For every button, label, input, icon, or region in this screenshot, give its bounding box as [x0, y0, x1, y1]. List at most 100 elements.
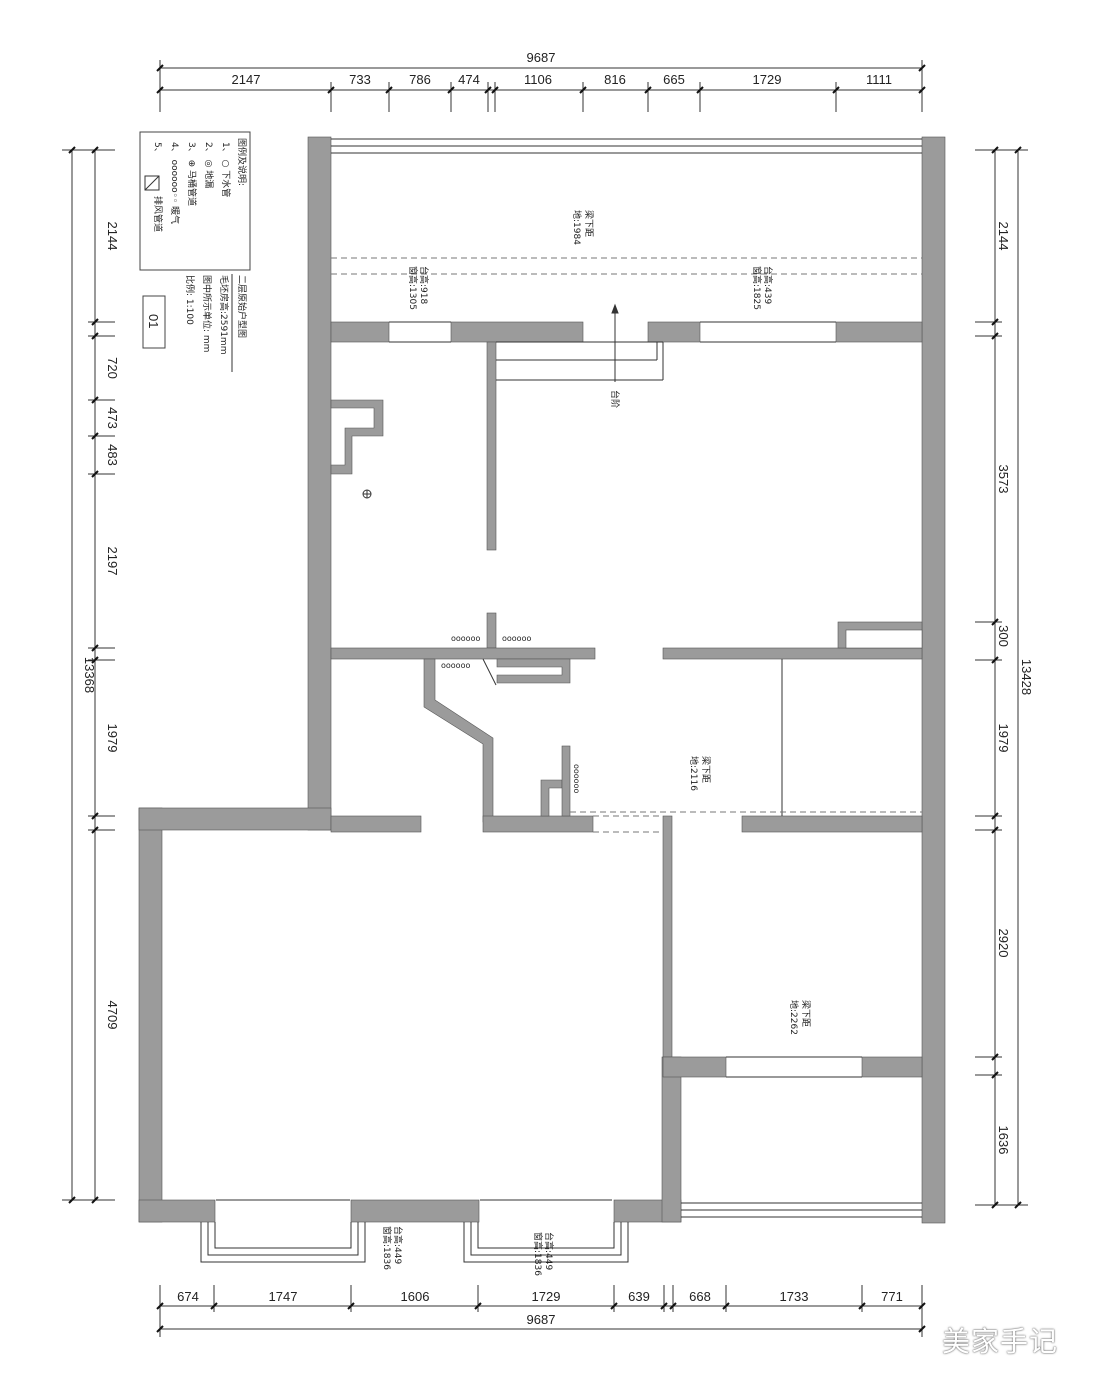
- top-dimension-labels: 9687 2147 733 786 474 1106 816 665 1729 …: [232, 50, 892, 87]
- radiator-icon: oooooo: [572, 764, 581, 793]
- window-note-3a: 台高:449: [392, 1226, 404, 1264]
- wall-left-upper: [307, 136, 332, 831]
- wall-partition-v2: [486, 612, 497, 649]
- wall-partition-v1: [486, 341, 497, 551]
- wall-top-inner-b: [450, 321, 584, 343]
- wall-lower-c: [741, 815, 923, 833]
- top-dim: 733: [349, 72, 371, 87]
- wall-mid-left: [330, 647, 596, 660]
- top-dimension-lines: [159, 60, 923, 112]
- sheet-number-box: [142, 295, 166, 349]
- right-dim: 3573: [996, 465, 1011, 494]
- window-note-3b: 窗高:1836: [381, 1226, 393, 1270]
- wall-right-box-inner: [845, 629, 923, 649]
- top-dim: 1111: [866, 72, 892, 87]
- wall-small-v: [561, 745, 571, 817]
- wall-bottom-left: [138, 1199, 216, 1223]
- right-dim: 300: [996, 625, 1011, 647]
- legend-item-1: 1、 ○ 下水管: [220, 142, 232, 197]
- wall-lower-a: [330, 815, 422, 833]
- beam-note-2b: 地:2116: [688, 756, 700, 791]
- bottom-dim: 668: [689, 1289, 711, 1304]
- step-label: 台阶: [609, 390, 621, 408]
- plan-title: 二层原始户型图: [236, 275, 248, 338]
- window-note-1b: 窗高:1305: [407, 266, 419, 310]
- legend-text: 图例及说明: 1、 ○ 下水管 2、 ◎ 地漏 3、 ⊕ 马桶管道 4、 ooo…: [144, 138, 248, 232]
- radiator-icon: oooooo: [502, 634, 531, 643]
- top-dim: 474: [458, 72, 480, 87]
- wall-left-lower: [138, 807, 163, 1223]
- dimension-ticks: [68, 64, 1022, 1333]
- wall-diagonal: [423, 658, 494, 823]
- plan-info: 二层原始户型图 毛坯房高:2591mm 图中所示单位: mm 比例: 1:100: [184, 274, 248, 372]
- window-note-2b: 窗高:1825: [751, 266, 763, 310]
- walls: [138, 136, 946, 1224]
- bottom-dim: 1747: [269, 1289, 298, 1304]
- step-arrow: [611, 303, 619, 382]
- wall-top-inner-d: [835, 321, 923, 343]
- top-total-dim: 9687: [527, 50, 556, 65]
- wall-bath-b: [861, 1056, 923, 1078]
- left-dim: 1979: [105, 724, 120, 753]
- legend-title: 图例及说明:: [236, 138, 248, 186]
- top-dim: 1106: [524, 72, 552, 87]
- beam-dashed-lines: [331, 257, 922, 833]
- bottom-total-dim: 9687: [527, 1312, 556, 1327]
- window-note-2a: 台高:439: [762, 266, 774, 304]
- bottom-dim: 771: [881, 1289, 903, 1304]
- beam-note-3a: 梁下距: [800, 1000, 812, 1027]
- watermark: 美家手记: [942, 1325, 1059, 1358]
- wall-mid-box: [496, 658, 571, 684]
- beam-note-1a: 梁下距: [583, 210, 595, 237]
- beam-note-3b: 地:2262: [788, 1000, 800, 1035]
- bottom-dim: 1729: [532, 1289, 561, 1304]
- right-dimension-labels: 2144 3573 300 1979 2920 1636 13428: [996, 222, 1034, 1155]
- wall-bath-a: [662, 1056, 727, 1078]
- window-note-4b: 窗高:1836: [532, 1232, 544, 1276]
- top-dim: 2147: [232, 72, 261, 87]
- wall-lower-b: [482, 815, 594, 833]
- wall-bottom-mid: [350, 1199, 480, 1223]
- wall-mid-right: [662, 647, 923, 660]
- bottom-dimension-lines: [159, 1285, 923, 1337]
- wall-ledge: [138, 807, 332, 831]
- toilet-pipe-icon: [362, 489, 372, 499]
- right-dim: 2144: [996, 222, 1011, 251]
- top-dim: 1729: [753, 72, 782, 87]
- legend-box: [139, 131, 251, 271]
- legend-item-5-label: 排风管道: [152, 196, 164, 232]
- plan-height: 毛坯房高:2591mm: [218, 275, 230, 354]
- wall-top-inner-a: [330, 321, 390, 343]
- legend-item-5: 5、: [152, 142, 162, 157]
- right-dim: 2920: [996, 929, 1011, 958]
- bottom-dim: 639: [628, 1289, 650, 1304]
- left-total-dim: 13368: [82, 657, 97, 693]
- radiator-icon: oooooo: [441, 661, 470, 670]
- beam-note-1b: 地:1984: [571, 210, 583, 245]
- top-dim: 665: [663, 72, 685, 87]
- sheet-number: 01: [146, 314, 161, 328]
- exhaust-duct-icon: [144, 175, 160, 191]
- legend-item-2: 2、 ◎ 地漏: [203, 142, 215, 188]
- wall-right: [921, 136, 946, 1224]
- left-dim: 473: [105, 407, 120, 429]
- radiator-icon: oooooo: [451, 634, 480, 643]
- plan-units: 图中所示单位: mm: [201, 275, 213, 352]
- left-dim: 2197: [105, 547, 120, 576]
- left-dim: 4709: [105, 1001, 120, 1030]
- plan-scale: 比例: 1:100: [184, 275, 196, 325]
- thin-lines: [200, 138, 922, 1263]
- wall-shaft: [330, 399, 384, 475]
- top-dim: 786: [409, 72, 431, 87]
- left-dim: 483: [105, 444, 120, 466]
- wall-top-inner-c: [647, 321, 701, 343]
- left-dim: 720: [105, 357, 120, 379]
- right-dim: 1636: [996, 1126, 1011, 1155]
- right-total-dim: 13428: [1019, 659, 1034, 695]
- wall-bottom-stub: [661, 1056, 682, 1223]
- wall-small-l: [540, 779, 563, 817]
- left-dim: 2144: [105, 222, 120, 251]
- left-dimension-lines: [62, 149, 115, 1201]
- top-dim: 816: [604, 72, 626, 87]
